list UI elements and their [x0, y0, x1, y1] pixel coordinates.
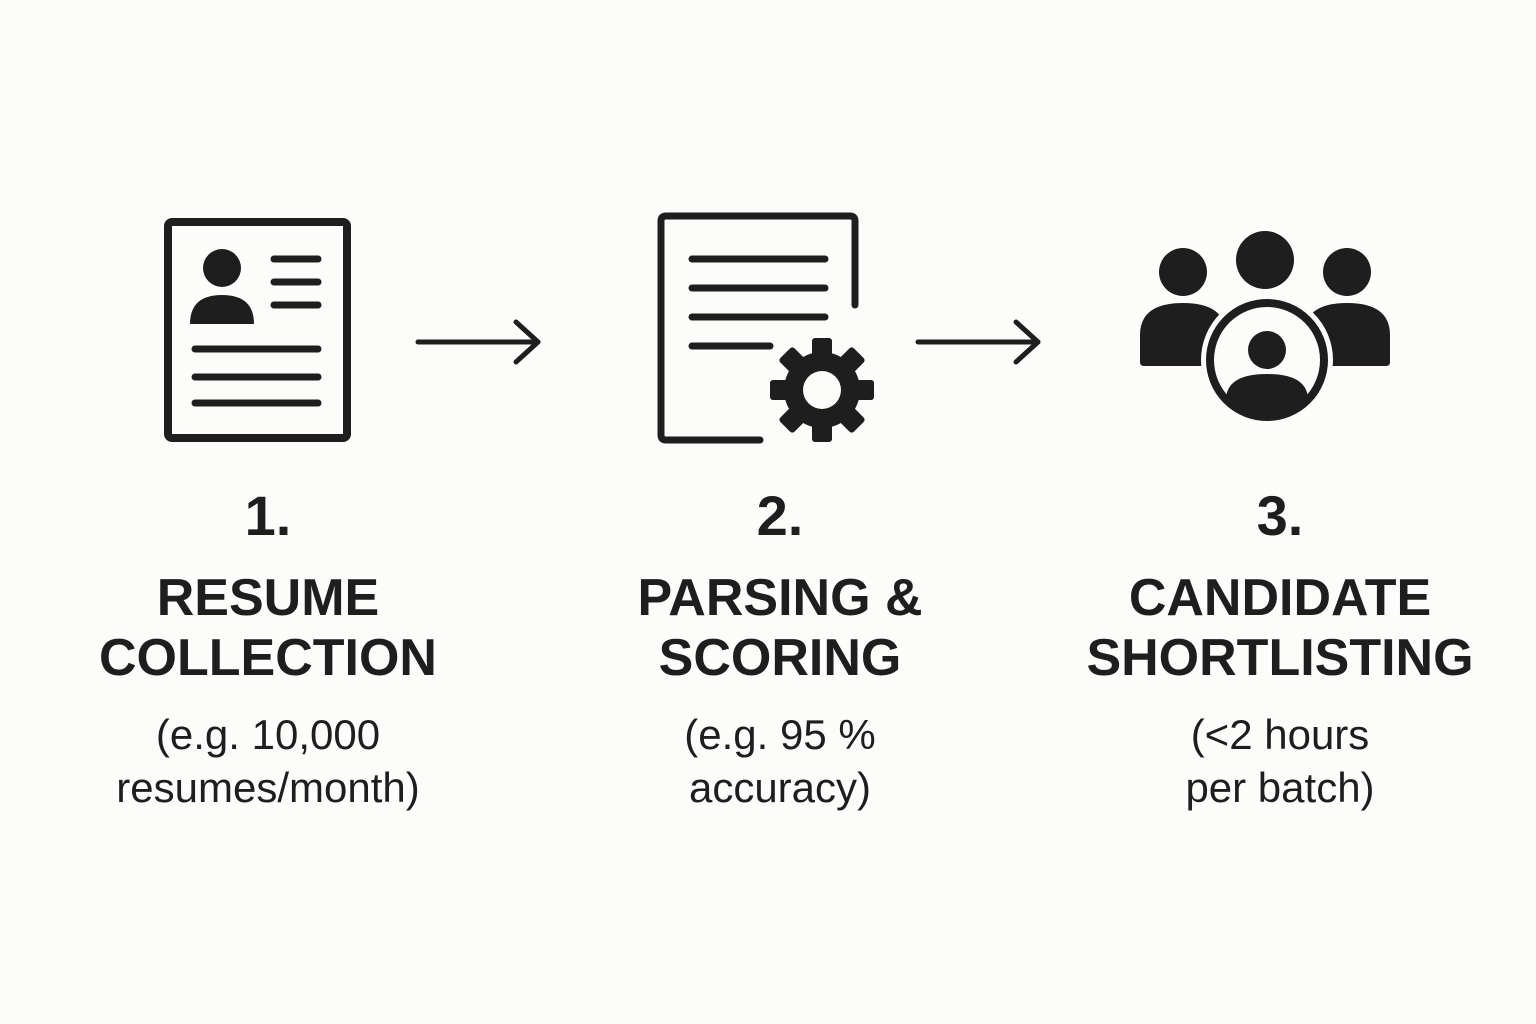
- step-title-line: COLLECTION: [99, 629, 437, 687]
- step-title: CANDIDATE SHORTLISTING: [1050, 568, 1510, 688]
- step-number: 2.: [756, 484, 804, 547]
- step-resume-collection: 1. RESUME COLLECTION (e.g. 10,000 resume…: [38, 0, 498, 1024]
- step-candidate-shortlisting: 3. CANDIDATE SHORTLISTING (<2 hours per …: [1050, 0, 1510, 1024]
- step-description: (e.g. 10,000 resumes/month): [38, 708, 498, 814]
- step-number: 1.: [244, 484, 292, 547]
- step-description-line: (<2 hours: [1190, 711, 1370, 758]
- step-description-line: per batch): [1185, 764, 1375, 811]
- candidate-group-icon: [1050, 200, 1510, 450]
- step-title-line: PARSING &: [637, 569, 923, 627]
- step-title-line: CANDIDATE: [1128, 569, 1432, 627]
- step-description-line: (e.g. 10,000: [155, 711, 381, 758]
- arrow-right-icon: [910, 310, 1050, 374]
- step-number: 3.: [1256, 484, 1304, 547]
- step-description: (e.g. 95 % accuracy): [550, 708, 1010, 814]
- step-description-line: accuracy): [688, 764, 872, 811]
- arrow-right-icon: [410, 310, 550, 374]
- step-description: (<2 hours per batch): [1050, 708, 1510, 814]
- step-title: PARSING & SCORING: [550, 568, 1010, 688]
- step-description-line: (e.g. 95 %: [684, 711, 876, 758]
- step-title-line: SHORTLISTING: [1086, 629, 1474, 687]
- step-parsing-scoring: 2. PARSING & SCORING (e.g. 95 % accuracy…: [550, 0, 1010, 1024]
- step-title-line: SCORING: [658, 629, 902, 687]
- document-gear-icon: [550, 200, 1010, 450]
- step-description-line: resumes/month): [116, 764, 420, 811]
- step-title: RESUME COLLECTION: [38, 568, 498, 688]
- step-title-line: RESUME: [156, 569, 380, 627]
- resume-document-icon: [38, 200, 498, 450]
